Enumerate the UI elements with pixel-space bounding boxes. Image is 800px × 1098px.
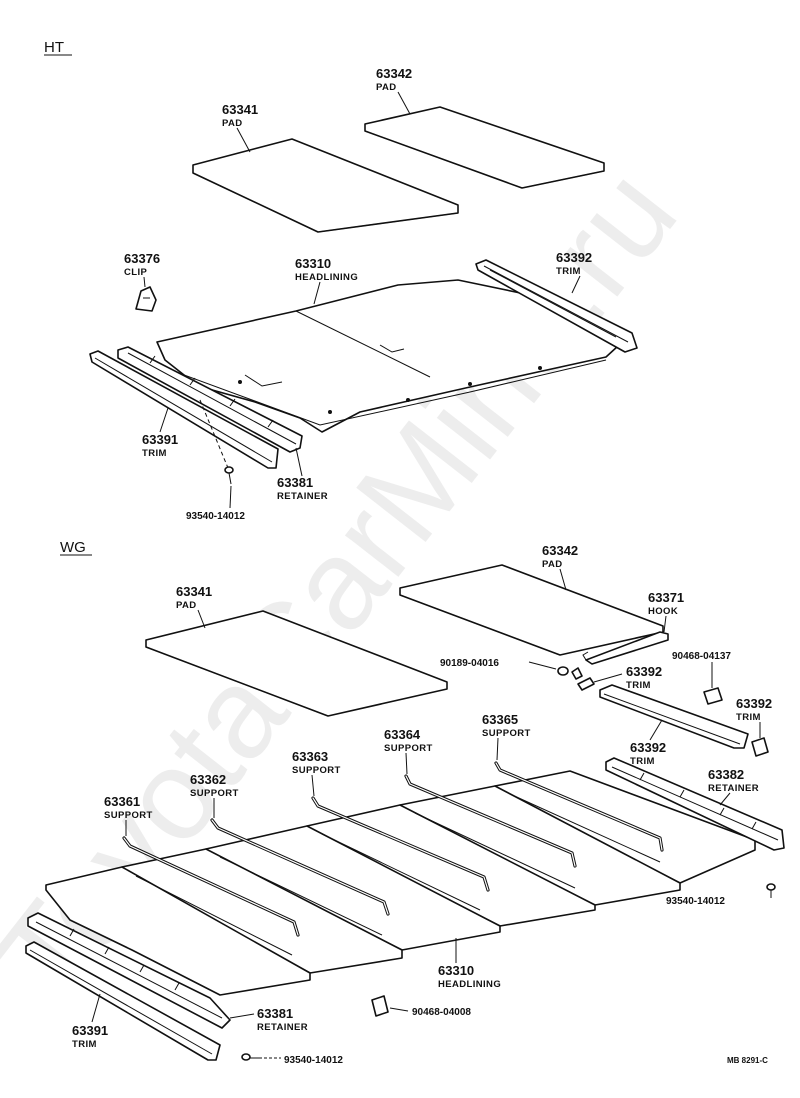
wg-trim-63392-small	[577, 677, 595, 691]
wg-headlining-number: 63310	[438, 963, 474, 978]
wg-hook-number: 63371	[648, 590, 684, 605]
ht-trim-front-label: TRIM	[142, 448, 167, 459]
diagram-code: MB 8291-C	[727, 1056, 768, 1065]
wg-pad-a-number: 63341	[176, 584, 212, 599]
wg-headlining-label: HEADLINING	[438, 979, 501, 990]
wg-retainer-front-number: 63381	[257, 1006, 293, 1021]
wg-screw-93540-14012-front	[241, 1053, 262, 1061]
wg-trim-front-label: TRIM	[72, 1039, 97, 1050]
wg-retainer-rear-number: 63382	[708, 767, 744, 782]
ht-trim-rear-label: TRIM	[556, 266, 581, 277]
wg-support-65-label: SUPPORT	[482, 728, 531, 739]
ht-retainer-63381	[117, 346, 303, 453]
ht-pad-a-number: 63341	[222, 102, 258, 117]
wg-retainer-63382	[605, 757, 785, 851]
ht-headlining-number: 63310	[295, 256, 331, 271]
wg-trim-bar-label: TRIM	[630, 756, 655, 767]
ht-retainer-number: 63381	[277, 475, 313, 490]
ht-retainer-label: RETAINER	[277, 491, 328, 502]
wg-trim-right-label: TRIM	[736, 712, 761, 723]
ht-screw-number: 93540-14012	[186, 511, 245, 522]
ht-trim-63391	[89, 350, 279, 469]
wg-screw-93540-14012-rear	[766, 883, 776, 898]
ht-screw-93540-14012	[199, 399, 234, 485]
wg-trim-small-number: 63392	[626, 664, 662, 679]
wg-support-62-number: 63362	[190, 772, 226, 787]
wg-support-63362	[210, 818, 390, 916]
wg-pad-a-label: PAD	[176, 600, 197, 611]
wg-screw-c-number: 93540-14012	[284, 1055, 343, 1066]
ht-pad-b-number: 63342	[376, 66, 412, 81]
ht-pad-a-label: PAD	[222, 118, 243, 129]
wg-support-62-label: SUPPORT	[190, 788, 239, 799]
wg-hook-label: HOOK	[648, 606, 678, 617]
ht-trim-rear-number: 63392	[556, 250, 592, 265]
wg-support-63365	[494, 761, 664, 852]
wg-headlining-63310	[45, 770, 756, 996]
ht-pad-b-label: PAD	[376, 82, 397, 93]
wg-pad-63342	[399, 564, 664, 656]
ht-pad-63341	[192, 138, 459, 233]
wg-support-63361	[122, 836, 300, 937]
ht-clip-label: CLIP	[124, 267, 148, 278]
wg-trim-front-number: 63391	[72, 1023, 108, 1038]
wg-retainer-front-label: RETAINER	[257, 1022, 308, 1033]
wg-retainer-rear-label: RETAINER	[708, 783, 759, 794]
wg-pad-63341	[145, 610, 448, 717]
wg-nut-a-number: 90468-04137	[672, 651, 731, 662]
wg-nut-90468-04137	[703, 687, 723, 705]
ht-headlining-label: HEADLINING	[295, 272, 358, 283]
ht-clip-number: 63376	[124, 251, 160, 266]
wg-support-64-label: SUPPORT	[384, 743, 433, 754]
wg-support-61-label: SUPPORT	[104, 810, 153, 821]
wg-support-65-number: 63365	[482, 712, 518, 727]
ht-pad-63342	[364, 106, 605, 189]
ht-clip-63376	[135, 286, 157, 312]
wg-nut-b-number: 90468-04008	[412, 1007, 471, 1018]
wg-screw-b-number: 93540-14012	[666, 896, 725, 907]
ht-trim-63392	[475, 259, 638, 353]
section-label-wg: WG	[60, 539, 86, 556]
wg-support-63-label: SUPPORT	[292, 765, 341, 776]
wg-pad-b-label: PAD	[542, 559, 563, 570]
wg-retainer-63381	[27, 912, 231, 1029]
wg-trim-bar-63392	[599, 684, 749, 749]
wg-screw-90189-04016	[557, 666, 583, 680]
section-label-ht: HT	[44, 39, 64, 56]
wg-trim-right-number: 63392	[736, 696, 772, 711]
wg-support-61-number: 63361	[104, 794, 140, 809]
wg-trim-small-label: TRIM	[626, 680, 651, 691]
wg-support-63363	[311, 796, 490, 892]
wg-hook-63371	[582, 631, 669, 665]
ht-headlining-63310	[156, 279, 619, 433]
ht-trim-front-number: 63391	[142, 432, 178, 447]
wg-nut-90468-04008	[371, 995, 389, 1017]
wg-screw-a-number: 90189-04016	[440, 658, 499, 669]
wg-pad-b-number: 63342	[542, 543, 578, 558]
wg-trim-63392-right	[751, 737, 769, 757]
wg-support-63-number: 63363	[292, 749, 328, 764]
wg-trim-bar-number: 63392	[630, 740, 666, 755]
wg-trim-63391	[25, 941, 221, 1061]
wg-support-63364	[404, 774, 577, 868]
wg-support-64-number: 63364	[384, 727, 421, 742]
